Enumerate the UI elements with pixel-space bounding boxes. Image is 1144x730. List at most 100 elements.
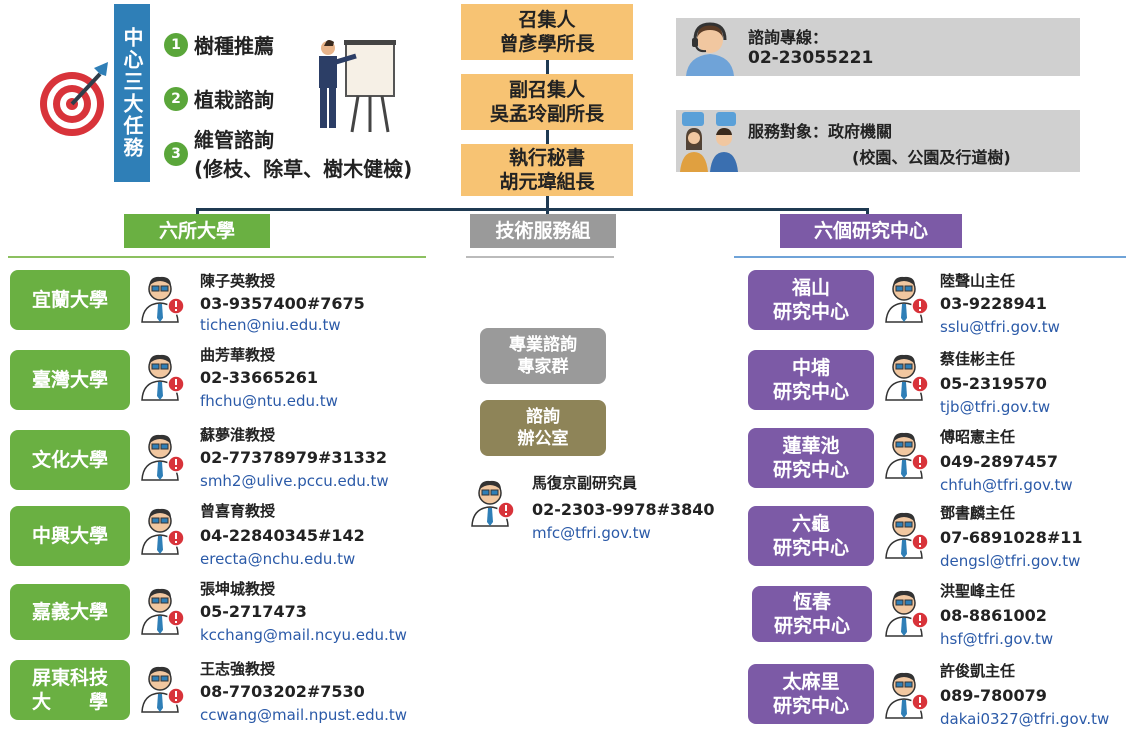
contact-email[interactable]: dengsl@tfri.gov.tw (940, 552, 1081, 570)
contact-email[interactable]: sslu@tfri.gov.tw (940, 318, 1060, 336)
person-alert-icon (141, 276, 185, 323)
task-1: 1 樹種推薦 (164, 30, 274, 59)
contact-email[interactable]: tichen@niu.edu.tw (200, 316, 341, 334)
person-name: 胡元瑋組長 (499, 171, 595, 193)
contact-phone: 07-6891028#11 (940, 528, 1083, 547)
center-name-line2: 研究中心 (772, 381, 849, 403)
center-name: 太麻里 (782, 671, 840, 693)
contact-phone: 05-2319570 (940, 374, 1047, 393)
task-label: 植栽諮詢 (194, 88, 274, 112)
university-name-line2: 大 學 (31, 691, 108, 713)
person-alert-icon (885, 276, 929, 323)
person-alert-icon (885, 354, 929, 401)
center-name: 福山 (791, 277, 830, 299)
contact-phone: 08-7703202#7530 (200, 682, 365, 701)
contact-name: 許俊凱主任 (940, 662, 1016, 680)
presenter-icon (319, 40, 396, 133)
center-button-fushan[interactable]: 福山 研究中心 (748, 270, 874, 330)
university-button-nchu[interactable]: 中興大學 (10, 506, 130, 566)
contact-email[interactable]: tjb@tfri.gov.tw (940, 398, 1051, 416)
contact-name: 洪聖峰主任 (940, 582, 1016, 600)
person-alert-icon (141, 666, 185, 713)
person-alert-icon (885, 672, 929, 719)
person-alert-icon (141, 588, 185, 635)
center-button-zhongpu[interactable]: 中埔 研究中心 (748, 350, 874, 410)
center-name: 六龜 (791, 513, 830, 535)
university-button-yilan[interactable]: 宜蘭大學 (10, 270, 130, 330)
contact-email[interactable]: chfuh@tfri.gov.tw (940, 476, 1073, 494)
task-label: 維管諮詢 (194, 128, 274, 152)
center-name: 恆春 (792, 591, 831, 613)
university-button-npust[interactable]: 屏東科技 大 學 (10, 660, 130, 720)
contact-phone: 089-780079 (940, 686, 1047, 705)
contact-name: 鄧書麟主任 (940, 504, 1016, 522)
contact-email[interactable]: dakai0327@tfri.gov.tw (940, 710, 1110, 728)
center-name-line2: 研究中心 (772, 537, 849, 559)
contact-phone: 02-33665261 (200, 368, 318, 387)
contact-email[interactable]: mfc@tfri.gov.tw (532, 524, 651, 542)
convener-box: 召集人 曾彥學所長 (461, 4, 633, 60)
university-name: 臺灣大學 (31, 369, 108, 391)
task-number: 1 (164, 32, 188, 57)
hotline-label: 諮詢專線： (748, 28, 829, 47)
person-alert-icon (885, 590, 929, 637)
contact-phone: 02-77378979#31332 (200, 448, 388, 467)
contact-name: 傅昭憲主任 (940, 428, 1016, 446)
task-number: 3 (164, 142, 188, 166)
person-name: 吳孟玲副所長 (489, 103, 604, 125)
person-alert-icon (885, 432, 929, 479)
expert-line2: 專家群 (517, 357, 569, 377)
office-line1: 諮詢 (526, 407, 560, 427)
university-button-ntu[interactable]: 臺灣大學 (10, 350, 130, 410)
branch-line (196, 208, 868, 211)
university-name: 宜蘭大學 (31, 289, 108, 311)
center-button-liukuei[interactable]: 六龜 研究中心 (748, 506, 874, 566)
contact-name: 曲芳華教授 (200, 346, 276, 364)
hotline-number: 02-23055221 (748, 48, 874, 68)
mission-title-text: 中心三大任務 (120, 27, 144, 159)
service-label: 服務對象：政府機關 (748, 122, 893, 141)
consult-office-button[interactable]: 諮詢 辦公室 (480, 400, 606, 456)
centers-underline (734, 256, 1126, 258)
role-label: 召集人 (518, 9, 576, 31)
meeting-icon (680, 112, 738, 172)
person-alert-icon (141, 508, 185, 555)
university-name: 中興大學 (31, 525, 108, 547)
contact-email[interactable]: hsf@tfri.gov.tw (940, 630, 1054, 648)
expert-line1: 專業諮詢 (509, 335, 577, 355)
contact-name: 張坤城教授 (200, 580, 276, 598)
connector (546, 60, 549, 74)
center-name-line2: 研究中心 (772, 695, 849, 717)
person-name: 曾彥學所長 (499, 33, 595, 55)
header-universities: 六所大學 (124, 214, 270, 248)
tech-underline (466, 256, 614, 258)
center-name-line2: 研究中心 (772, 459, 849, 481)
contact-phone: 02-2303-9978#3840 (532, 500, 715, 519)
center-button-taimali[interactable]: 太麻里 研究中心 (748, 664, 874, 724)
university-button-pccu[interactable]: 文化大學 (10, 430, 130, 490)
contact-phone: 05-2717473 (200, 602, 307, 621)
contact-email[interactable]: erecta@nchu.edu.tw (200, 550, 356, 568)
task-3: 3 維管諮詢 (修枝、除草、樹木健檢) (164, 124, 412, 182)
service-panel: 服務對象：政府機關 (校園、公園及行道樹) (676, 110, 1080, 172)
center-button-hengchun[interactable]: 恆春 研究中心 (752, 586, 872, 642)
contact-name: 陸聲山主任 (940, 272, 1016, 290)
contact-phone: 08-8861002 (940, 606, 1047, 625)
contact-email[interactable]: fhchu@ntu.edu.tw (200, 392, 338, 410)
center-name: 蓮華池 (782, 435, 840, 457)
deputy-box: 副召集人 吳孟玲副所長 (461, 74, 633, 130)
contact-email[interactable]: kcchang@mail.ncyu.edu.tw (200, 626, 407, 644)
connector (546, 130, 549, 144)
role-label: 執行秘書 (508, 147, 585, 169)
office-line2: 辦公室 (517, 429, 569, 449)
university-name: 嘉義大學 (31, 601, 108, 623)
contact-email[interactable]: smh2@ulive.pccu.edu.tw (200, 472, 389, 490)
contact-name: 陳子英教授 (200, 272, 276, 290)
service-sub: (校園、公園及行道樹) (852, 148, 1011, 167)
center-name-line2: 研究中心 (772, 301, 849, 323)
university-button-ncyu[interactable]: 嘉義大學 (10, 584, 130, 640)
person-alert-icon (471, 480, 515, 527)
expert-group-button[interactable]: 專業諮詢 專家群 (480, 328, 606, 384)
contact-email[interactable]: ccwang@mail.npust.edu.tw (200, 706, 408, 724)
center-button-lienhuachih[interactable]: 蓮華池 研究中心 (748, 428, 874, 488)
